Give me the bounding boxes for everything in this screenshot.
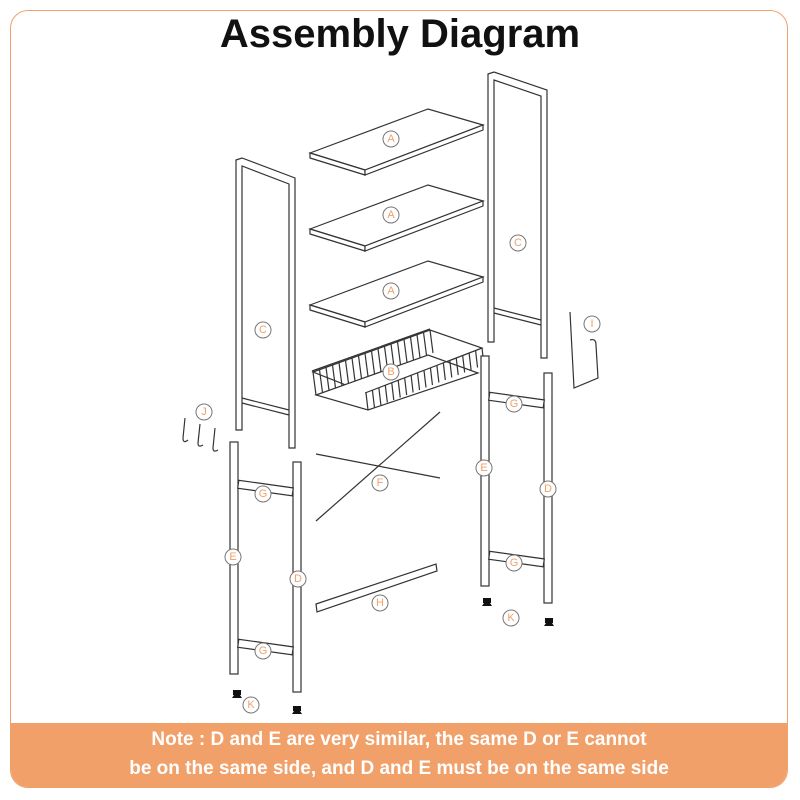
note-banner: Note : D and E are very similar, the sam…	[11, 723, 787, 787]
side-frame-c-left	[235, 157, 296, 449]
page-title: Assembly Diagram	[219, 12, 581, 56]
part-label-connector: G	[254, 485, 272, 503]
svg-text:C: C	[514, 237, 522, 249]
bottom-bar-h	[315, 563, 438, 613]
part-label-basket: B	[382, 363, 400, 381]
part-label-side-frame: C	[509, 234, 527, 252]
svg-text:D: D	[544, 483, 552, 495]
svg-text:A: A	[387, 209, 395, 221]
svg-text:G: G	[510, 398, 519, 410]
part-label-hooks: J	[195, 403, 213, 421]
part-label-side-frame: C	[254, 321, 272, 339]
part-label-connector: G	[254, 642, 272, 660]
svg-text:C: C	[259, 324, 267, 336]
svg-text:K: K	[247, 699, 255, 711]
part-label-leg-d: D	[539, 480, 557, 498]
svg-text:D: D	[294, 573, 302, 585]
part-label-side-hook: I	[583, 315, 601, 333]
svg-text:E: E	[480, 462, 487, 474]
svg-text:K: K	[507, 612, 515, 624]
part-label-cross-brace: F	[371, 474, 389, 492]
svg-text:I: I	[590, 318, 593, 330]
part-label-shelf: A	[382, 206, 400, 224]
part-label-leg-e: E	[475, 459, 493, 477]
diagram-frame: Note : D and E are very similar, the sam…	[10, 10, 788, 788]
side-hook-i	[569, 311, 599, 389]
hooks-j	[182, 417, 219, 452]
part-label-shelf: A	[382, 282, 400, 300]
svg-text:J: J	[201, 406, 207, 418]
svg-text:H: H	[376, 597, 384, 609]
side-frame-c-right	[487, 71, 548, 359]
part-label-leg-d: D	[289, 570, 307, 588]
part-label-leg-e: E	[224, 548, 242, 566]
part-label-foot: K	[502, 609, 520, 627]
part-label-shelf: A	[382, 130, 400, 148]
svg-text:A: A	[387, 285, 395, 297]
svg-text:A: A	[387, 133, 395, 145]
basket-b	[311, 328, 485, 411]
note-line-2: be on the same side, and D and E must be…	[129, 758, 669, 779]
feet-k	[232, 598, 554, 714]
note-line-1: Note : D and E are very similar, the sam…	[151, 729, 647, 750]
svg-text:B: B	[387, 366, 394, 378]
part-label-connector: G	[505, 554, 523, 572]
svg-text:G: G	[259, 488, 268, 500]
svg-text:G: G	[259, 645, 268, 657]
svg-text:G: G	[510, 557, 519, 569]
svg-text:F: F	[377, 477, 384, 489]
part-label-foot: K	[242, 696, 260, 714]
svg-text:E: E	[229, 551, 236, 563]
part-label-bottom-bar: H	[371, 594, 389, 612]
cross-brace-f	[315, 411, 441, 522]
part-label-connector: G	[505, 395, 523, 413]
